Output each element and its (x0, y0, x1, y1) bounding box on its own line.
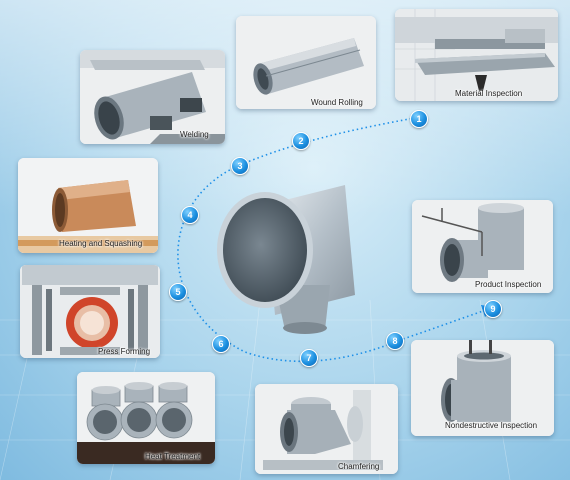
step-card-nondestructive-inspection: Nondestructive Inspection (411, 340, 554, 436)
equal-tee-product (217, 185, 355, 334)
step-card-product-inspection: Product Inspection (412, 200, 553, 293)
heating-and-squashing-illustration (18, 158, 158, 253)
step-number-9: 9 (484, 300, 502, 318)
step-label-heat-treatment: Heat Treatment (145, 452, 201, 461)
step-number-8: 8 (386, 332, 404, 350)
step-label-heating-and-squashing: Heating and Squashing (59, 239, 143, 248)
step-label-material-inspection: Material Inspection (455, 89, 523, 98)
step-label-nondestructive-inspection: Nondestructive Inspection (445, 421, 538, 430)
product-inspection-illustration (412, 200, 553, 293)
step-number-7: 7 (300, 349, 318, 367)
step-card-welding: Welding (80, 50, 225, 144)
nondestructive-inspection-illustration (411, 340, 554, 436)
step-number-3: 3 (231, 157, 249, 175)
step-label-welding: Welding (180, 130, 209, 139)
step-label-press-forming: Press Forming (98, 347, 151, 356)
wound-rolling-illustration (236, 16, 376, 109)
step-card-material-inspection: Material Inspection (395, 9, 558, 101)
press-forming-illustration (20, 265, 160, 358)
step-label-wound-rolling: Wound Rolling (311, 98, 363, 107)
step-card-heat-treatment: Heat Treatment (77, 372, 215, 464)
step-label-product-inspection: Product Inspection (475, 280, 542, 289)
step-card-press-forming: Press Forming (20, 265, 160, 358)
chamfering-illustration (255, 384, 398, 474)
heat-treatment-illustration (77, 372, 215, 464)
welding-illustration (80, 50, 225, 144)
step-card-heating-and-squashing: Heating and Squashing (18, 158, 158, 253)
step-card-chamfering: Chamfering (255, 384, 398, 474)
material-inspection-illustration (395, 9, 558, 101)
step-card-wound-rolling: Wound Rolling (236, 16, 376, 109)
step-number-6: 6 (212, 335, 230, 353)
step-number-5: 5 (169, 283, 187, 301)
step-number-4: 4 (181, 206, 199, 224)
step-number-2: 2 (292, 132, 310, 150)
step-number-1: 1 (410, 110, 428, 128)
step-label-chamfering: Chamfering (338, 462, 380, 471)
